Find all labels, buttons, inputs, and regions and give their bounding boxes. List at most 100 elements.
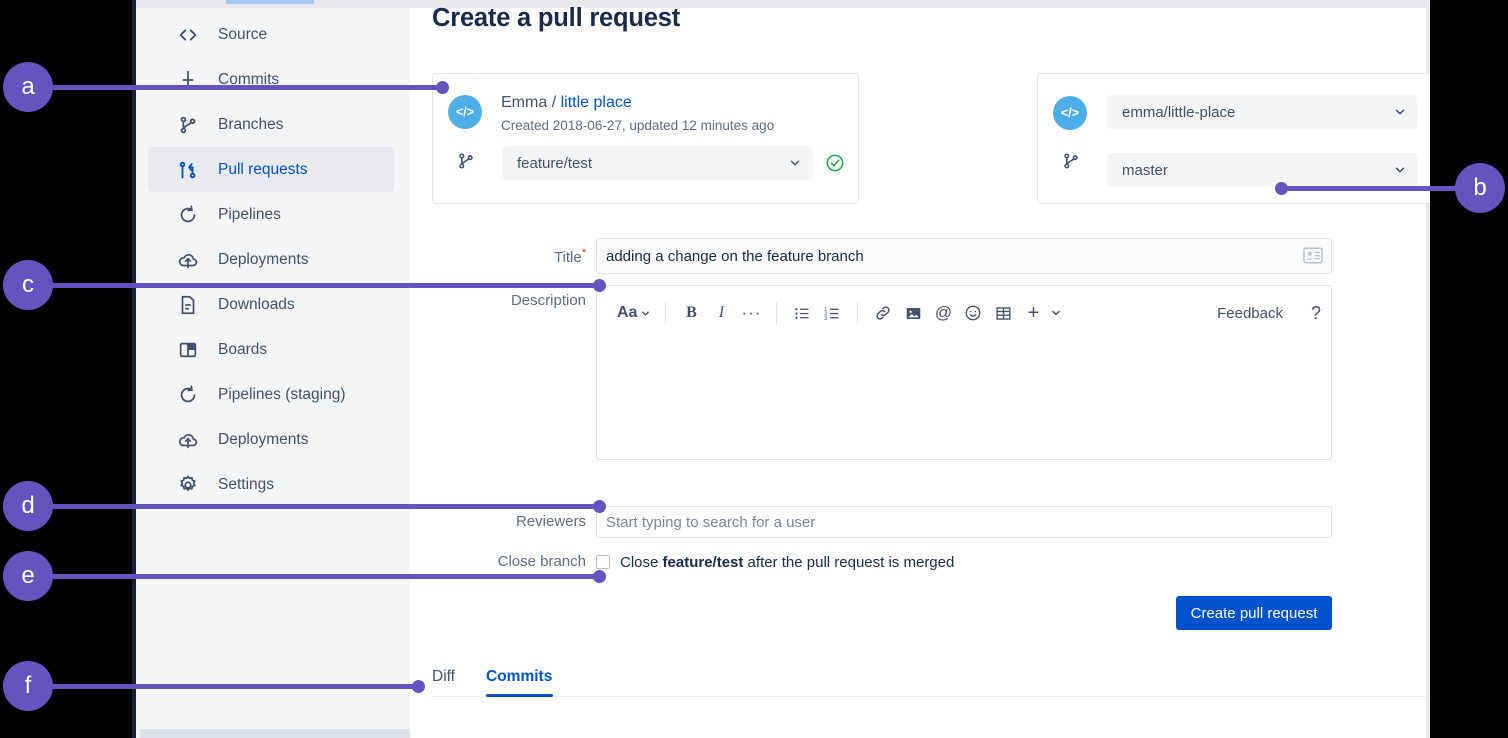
callout-leader-a bbox=[50, 85, 446, 90]
reviewers-placeholder: Start typing to search for a user bbox=[606, 513, 816, 531]
tab-diff[interactable]: Diff bbox=[432, 668, 455, 685]
close-branch-branch-name: feature/test bbox=[662, 553, 744, 571]
italic-icon[interactable]: I bbox=[718, 304, 725, 321]
branch-icon bbox=[456, 150, 478, 174]
destination-branch-select[interactable]: master bbox=[1107, 153, 1418, 187]
sidebar-item-boards[interactable]: Boards bbox=[148, 327, 394, 372]
chevron-down-icon[interactable] bbox=[1048, 298, 1064, 328]
callout-dot-b bbox=[1275, 182, 1288, 195]
sidebar-item-label: Branches bbox=[218, 115, 284, 133]
repository-sidebar: Source Commits Branches bbox=[136, 0, 846, 738]
app-left-rail bbox=[132, 0, 136, 738]
sidebar-item-label: Pull requests bbox=[218, 160, 308, 178]
repository-avatar-icon: </> bbox=[1053, 96, 1087, 130]
deployments-icon bbox=[176, 428, 200, 452]
sidebar-nav: Source Commits Branches bbox=[136, 12, 410, 507]
sidebar-item-label: Commits bbox=[218, 70, 280, 88]
destination-branch-value: master bbox=[1122, 161, 1168, 179]
close-branch-checkbox[interactable] bbox=[596, 555, 610, 569]
branch-icon bbox=[1061, 150, 1083, 174]
sidebar-item-downloads[interactable]: Downloads bbox=[148, 282, 394, 327]
content-top-strip bbox=[410, 0, 1426, 8]
callout-b: b bbox=[1455, 163, 1505, 213]
sidebar-item-label: Deployments bbox=[218, 430, 309, 448]
bullet-list-icon[interactable] bbox=[787, 298, 817, 328]
tab-active-underline bbox=[486, 694, 553, 697]
chevron-down-icon bbox=[1393, 105, 1407, 119]
destination-repo-value: emma/little-place bbox=[1122, 103, 1236, 121]
reviewers-input[interactable]: Start typing to search for a user bbox=[596, 506, 1332, 538]
app-right-border bbox=[1426, 0, 1430, 738]
sidebar-item-label: Deployments bbox=[218, 250, 309, 268]
callout-leader-e bbox=[50, 574, 602, 579]
page-title: Create a pull request bbox=[432, 4, 681, 32]
reviewers-field-label: Reviewers bbox=[515, 513, 586, 530]
source-repo-link[interactable]: little place bbox=[560, 94, 632, 111]
sidebar-item-settings[interactable]: Settings bbox=[148, 462, 394, 507]
callout-dot-a bbox=[436, 81, 449, 94]
title-input-value: adding a change on the feature branch bbox=[606, 247, 864, 265]
feedback-link[interactable]: Feedback bbox=[1217, 304, 1283, 322]
sidebar-item-branches[interactable]: Branches bbox=[148, 102, 394, 147]
sidebar-item-label: Pipelines (staging) bbox=[218, 385, 346, 403]
source-repo-line: Emma / little place bbox=[501, 94, 632, 112]
tab-commits[interactable]: Commits bbox=[486, 668, 553, 685]
chevron-down-icon bbox=[788, 156, 802, 170]
insert-more-icon[interactable]: + bbox=[1027, 301, 1040, 324]
callout-leader-c bbox=[50, 283, 602, 288]
toolbar-divider bbox=[857, 302, 859, 324]
table-icon[interactable] bbox=[988, 298, 1018, 328]
bitbucket-app-window: Source Commits Branches bbox=[132, 0, 1430, 738]
sidebar-item-deployments[interactable]: Deployments bbox=[148, 237, 394, 282]
callout-e: e bbox=[3, 551, 53, 601]
source-repo-owner: Emma bbox=[501, 94, 548, 111]
toolbar-divider bbox=[665, 302, 667, 324]
destination-repo-panel: </> emma/little-place master bbox=[1037, 73, 1430, 204]
callout-c: c bbox=[3, 260, 53, 310]
sidebar-item-source[interactable]: Source bbox=[148, 12, 394, 57]
close-branch-text-before: Close bbox=[620, 553, 663, 571]
text-style-dropdown[interactable]: Aa bbox=[613, 304, 655, 322]
emoji-icon[interactable] bbox=[958, 298, 988, 328]
source-repo-separator: / bbox=[551, 94, 557, 111]
tabs-rule bbox=[432, 696, 1430, 697]
title-input[interactable]: adding a change on the feature branch bbox=[596, 238, 1332, 274]
create-pull-request-button[interactable]: Create pull request bbox=[1176, 596, 1332, 630]
gear-icon bbox=[176, 473, 200, 497]
source-branch-valid-icon bbox=[825, 153, 845, 173]
svg-text:3: 3 bbox=[824, 316, 827, 322]
required-asterisk: * bbox=[581, 247, 586, 259]
title-label-text: Title bbox=[553, 249, 582, 266]
boards-icon bbox=[176, 338, 200, 362]
main-content: Create a pull request </> Emma / little … bbox=[410, 0, 1430, 738]
code-brackets-icon bbox=[176, 23, 200, 47]
bold-icon[interactable]: B bbox=[686, 304, 697, 321]
close-branch-row: Close feature/test after the pull reques… bbox=[596, 551, 1332, 573]
more-formatting-icon[interactable]: ··· bbox=[741, 303, 762, 322]
sidebar-item-pipelines-staging[interactable]: Pipelines (staging) bbox=[148, 372, 394, 417]
sidebar-item-label: Source bbox=[218, 25, 268, 43]
help-icon[interactable]: ? bbox=[1310, 302, 1321, 323]
link-icon[interactable] bbox=[868, 298, 898, 328]
callout-leader-b bbox=[1286, 186, 1458, 191]
sidebar-item-label: Settings bbox=[218, 475, 275, 493]
description-template-icon[interactable] bbox=[1303, 247, 1323, 265]
sidebar-top-strip bbox=[136, 0, 410, 8]
deployments-icon bbox=[176, 248, 200, 272]
source-branch-select[interactable]: feature/test bbox=[502, 146, 813, 180]
image-icon[interactable] bbox=[898, 298, 928, 328]
sidebar-item-deployments-2[interactable]: Deployments bbox=[148, 417, 394, 462]
sidebar-item-commits[interactable]: Commits bbox=[148, 57, 394, 102]
sidebar-item-pull-requests[interactable]: Pull requests bbox=[148, 147, 394, 192]
sidebar-item-pipelines[interactable]: Pipelines bbox=[148, 192, 394, 237]
description-field-label: Description bbox=[510, 292, 586, 309]
destination-repo-select[interactable]: emma/little-place bbox=[1107, 95, 1418, 129]
source-branch-value: feature/test bbox=[517, 154, 593, 172]
mention-icon[interactable]: @ bbox=[934, 303, 953, 322]
repository-avatar-icon: </> bbox=[448, 95, 482, 129]
callout-dot-e bbox=[593, 570, 606, 583]
sidebar-item-label: Boards bbox=[218, 340, 268, 358]
